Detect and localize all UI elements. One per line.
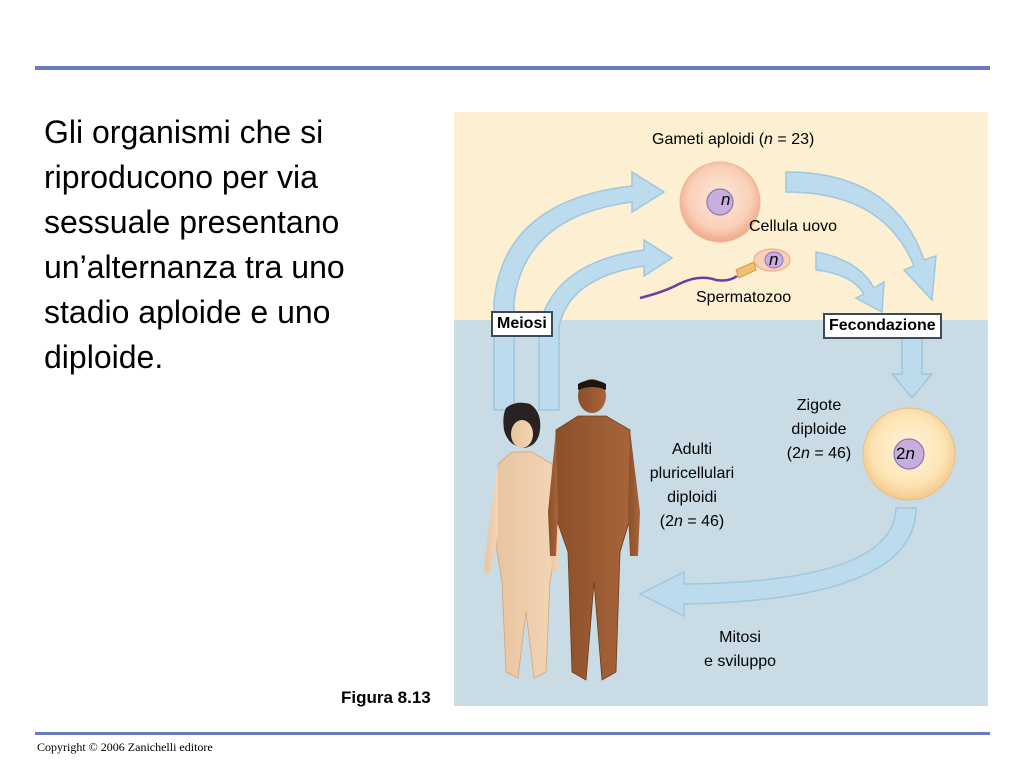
sperm-ploidy-label: n bbox=[769, 250, 779, 269]
zygote-label-line1: Zigote bbox=[796, 397, 842, 414]
sperm-label: Spermatozoo bbox=[696, 289, 792, 306]
meiosis-arrow-inner bbox=[538, 238, 674, 411]
top-rule bbox=[35, 66, 990, 70]
haploid-gametes-label: Gameti aploidi (n = 23) bbox=[652, 131, 815, 148]
sperm-nucleus bbox=[764, 251, 784, 269]
bottom-rule bbox=[35, 732, 990, 735]
figure-caption: Figura 8.13 bbox=[341, 688, 431, 707]
zygote-label-line3: (2n = 46) bbox=[786, 445, 852, 462]
adults-label-line2: pluricellulari bbox=[649, 465, 735, 482]
mitosis-development-arrow bbox=[638, 507, 917, 618]
fertilization-to-zygote-arrow bbox=[890, 337, 934, 400]
zygote-label: Zigote diploide (2n = 46) bbox=[774, 394, 864, 466]
sperm-tail bbox=[639, 274, 738, 300]
male-adult-figure bbox=[548, 379, 640, 681]
life-cycle-figure: Gameti aploidi (n = 23) n Cellula uovo n… bbox=[454, 112, 988, 706]
slide-body-text: Gli organismi che si riproducono per via… bbox=[44, 114, 345, 375]
copyright-notice: Copyright © 2006 Zanichelli editore bbox=[37, 740, 213, 754]
meiosis-label: Meiosi bbox=[491, 311, 553, 337]
zygote-ploidy-label: 2n bbox=[896, 444, 915, 463]
fertilization-label: Fecondazione bbox=[823, 313, 942, 339]
egg-ploidy-label: n bbox=[721, 190, 731, 209]
zygote-label-line2: diploide bbox=[791, 421, 847, 438]
sperm-to-fertilization-arrow bbox=[815, 251, 885, 314]
mitosis-label-line1: Mitosi bbox=[719, 629, 761, 646]
meiosis-arrow-outer bbox=[493, 170, 666, 411]
egg-cell-label: Cellula uovo bbox=[749, 218, 838, 235]
adults-label-line1: Adulti bbox=[671, 441, 713, 458]
adults-label-line3: diploidi bbox=[667, 489, 717, 506]
sperm-midpiece bbox=[735, 261, 757, 279]
adults-label-line4: (2n = 46) bbox=[659, 513, 725, 530]
egg-to-fertilization-arrow bbox=[785, 171, 937, 302]
egg-nucleus bbox=[706, 188, 734, 216]
mitosis-label: Mitosi e sviluppo bbox=[690, 626, 790, 674]
adults-label: Adulti pluricellulari diploidi (2n = 46) bbox=[636, 438, 748, 534]
zygote-nucleus bbox=[893, 438, 925, 470]
life-cycle-diagram bbox=[454, 112, 988, 706]
mitosis-label-line2: e sviluppo bbox=[703, 653, 777, 670]
